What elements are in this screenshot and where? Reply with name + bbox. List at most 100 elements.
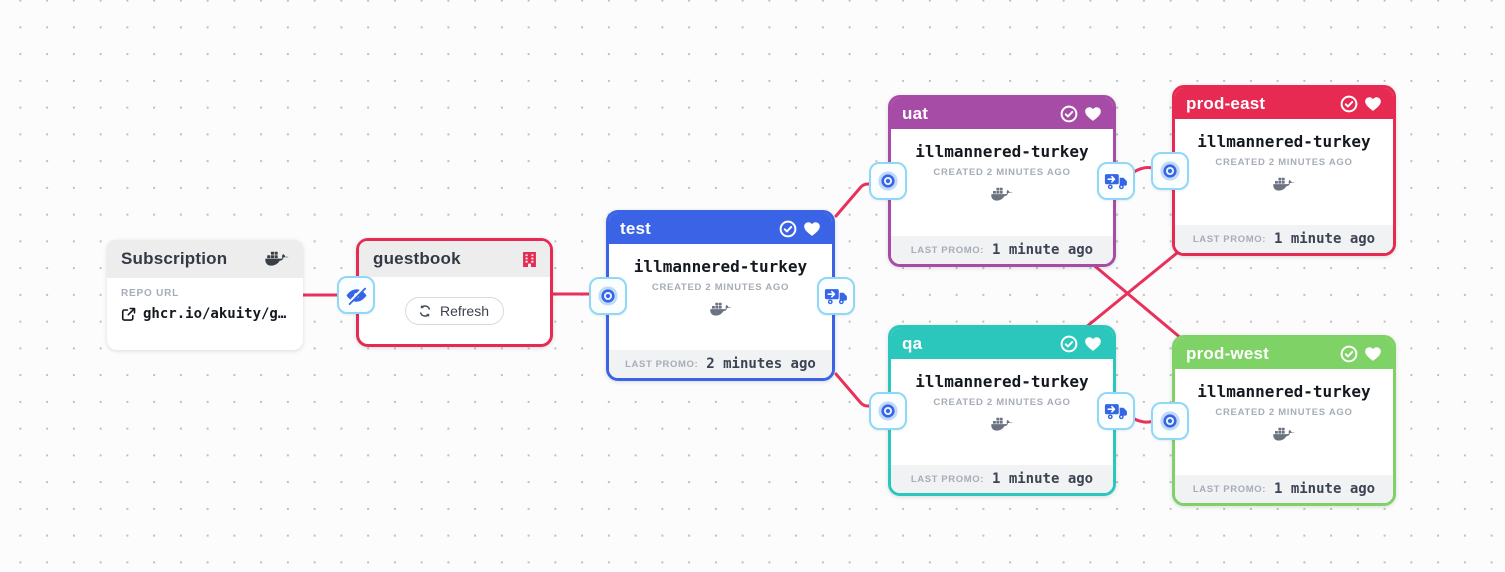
promote-node-qa[interactable] [1097,392,1135,430]
target-icon [597,285,619,307]
target-icon [877,400,899,422]
stage-footer: LAST PROMO: 1 minute ago [1175,225,1393,253]
last-promo-value: 1 minute ago [991,242,1094,258]
last-promo-label: LAST PROMO: [910,244,984,256]
heart-icon[interactable] [1084,106,1102,122]
stage-title: prod-west [1186,343,1270,363]
repo-url-label: REPO URL [121,288,180,299]
stage-title: uat [902,103,929,123]
external-link-icon [121,307,136,322]
stage-card-qa[interactable]: qa illmannered-turkey CREATED 2 MINUTES … [888,325,1116,496]
heart-icon[interactable] [1364,346,1382,362]
docker-whale-icon [991,416,1013,433]
heart-icon[interactable] [1364,96,1382,112]
last-promo-label: LAST PROMO: [625,358,699,370]
docker-whale-icon [991,186,1013,203]
last-promo-label: LAST PROMO: [910,473,984,485]
last-promo-label: LAST PROMO: [1192,233,1266,245]
check-circle-icon [1340,95,1358,113]
eye-slash-icon [345,284,368,307]
docker-whale-icon [1273,426,1295,443]
freight-in-node-prod-east[interactable] [1151,152,1189,190]
warehouse-header: guestbook [359,241,550,277]
repo-url-link[interactable]: ghcr.io/akuity/g… [121,306,289,322]
freight-item[interactable]: illmannered-turkey CREATED 2 MINUTES AGO [1175,119,1393,225]
stage-card-prod-west[interactable]: prod-west illmannered-turkey CREATED 2 M… [1172,335,1396,506]
stage-card-uat[interactable]: uat illmannered-turkey CREATED 2 MINUTES… [888,95,1116,267]
stage-card-test[interactable]: test illmannered-turkey CREATED 2 MINUTE… [606,210,835,381]
stage-title: qa [902,333,923,353]
stage-header: prod-east [1175,88,1393,119]
freight-created: CREATED 2 MINUTES AGO [933,397,1071,408]
last-promo-label: LAST PROMO: [1192,483,1266,495]
check-circle-icon [1060,335,1078,353]
freight-item[interactable]: illmannered-turkey CREATED 2 MINUTES AGO [891,129,1113,236]
promote-node-test[interactable] [817,277,855,315]
stage-header: prod-west [1175,338,1393,369]
edge-test-to-uat [834,182,886,218]
stage-header: qa [891,328,1113,359]
last-promo-value: 2 minutes ago [706,356,816,372]
subscription-card[interactable]: Subscription REPO URL ghcr.io/akuity/g… [107,240,303,350]
stage-card-prod-east[interactable]: prod-east illmannered-turkey CREATED 2 M… [1172,85,1396,256]
stage-header: uat [891,98,1113,129]
subscription-body: REPO URL ghcr.io/akuity/g… [107,278,303,322]
check-circle-icon [1340,345,1358,363]
freight-name: illmannered-turkey [633,257,808,276]
docker-whale-icon [1273,176,1295,193]
freight-in-node-uat[interactable] [869,162,907,200]
freight-name: illmannered-turkey [915,372,1089,391]
freight-item[interactable]: illmannered-turkey CREATED 2 MINUTES AGO [1175,369,1393,475]
subscription-node-eye-slash[interactable] [337,276,375,314]
freight-in-node-qa[interactable] [869,392,907,430]
truck-icon [1104,172,1128,191]
freight-in-node-test[interactable] [589,277,627,315]
promote-node-uat[interactable] [1097,162,1135,200]
target-icon [1159,160,1181,182]
heart-icon[interactable] [1084,336,1102,352]
freight-created: CREATED 2 MINUTES AGO [933,167,1071,178]
refresh-icon [418,304,432,318]
target-icon [1159,410,1181,432]
edge-uat-to-prod-west [1076,250,1190,346]
freight-created: CREATED 2 MINUTES AGO [1215,407,1353,418]
building-icon [523,252,536,267]
stage-header: test [609,213,832,244]
freight-name: illmannered-turkey [1197,382,1371,401]
check-circle-icon [1060,105,1078,123]
subscription-header: Subscription [107,240,303,278]
stage-footer: LAST PROMO: 1 minute ago [891,465,1113,493]
docker-whale-icon [265,250,289,268]
freight-item[interactable]: illmannered-turkey CREATED 2 MINUTES AGO [609,244,832,350]
truck-icon [824,287,848,306]
stage-footer: LAST PROMO: 1 minute ago [1175,475,1393,503]
truck-icon [1104,402,1128,421]
target-icon [877,170,899,192]
edge-test-to-qa [834,372,886,408]
heart-icon[interactable] [803,221,821,237]
stage-footer: LAST PROMO: 2 minutes ago [609,350,832,378]
last-promo-value: 1 minute ago [1273,231,1376,247]
refresh-button[interactable]: Refresh [404,296,505,325]
last-promo-value: 1 minute ago [991,471,1094,487]
warehouse-card-guestbook[interactable]: guestbook Refresh [356,238,553,347]
check-circle-icon [779,220,797,238]
last-promo-value: 1 minute ago [1273,481,1376,497]
stage-footer: LAST PROMO: 1 minute ago [891,236,1113,264]
edge-qa-to-prod-east [1078,242,1190,334]
warehouse-body: Refresh [359,277,550,344]
freight-name: illmannered-turkey [915,142,1089,161]
freight-item[interactable]: illmannered-turkey CREATED 2 MINUTES AGO [891,359,1113,465]
freight-in-node-prod-west[interactable] [1151,402,1189,440]
freight-created: CREATED 2 MINUTES AGO [1215,157,1353,168]
repo-url-value: ghcr.io/akuity/g… [143,306,287,322]
stage-title: prod-east [1186,93,1266,113]
warehouse-title: guestbook [373,249,461,268]
refresh-label: Refresh [439,302,490,319]
stage-title: test [620,218,652,238]
subscription-title: Subscription [121,249,228,268]
freight-created: CREATED 2 MINUTES AGO [651,282,790,293]
freight-name: illmannered-turkey [1197,132,1371,151]
